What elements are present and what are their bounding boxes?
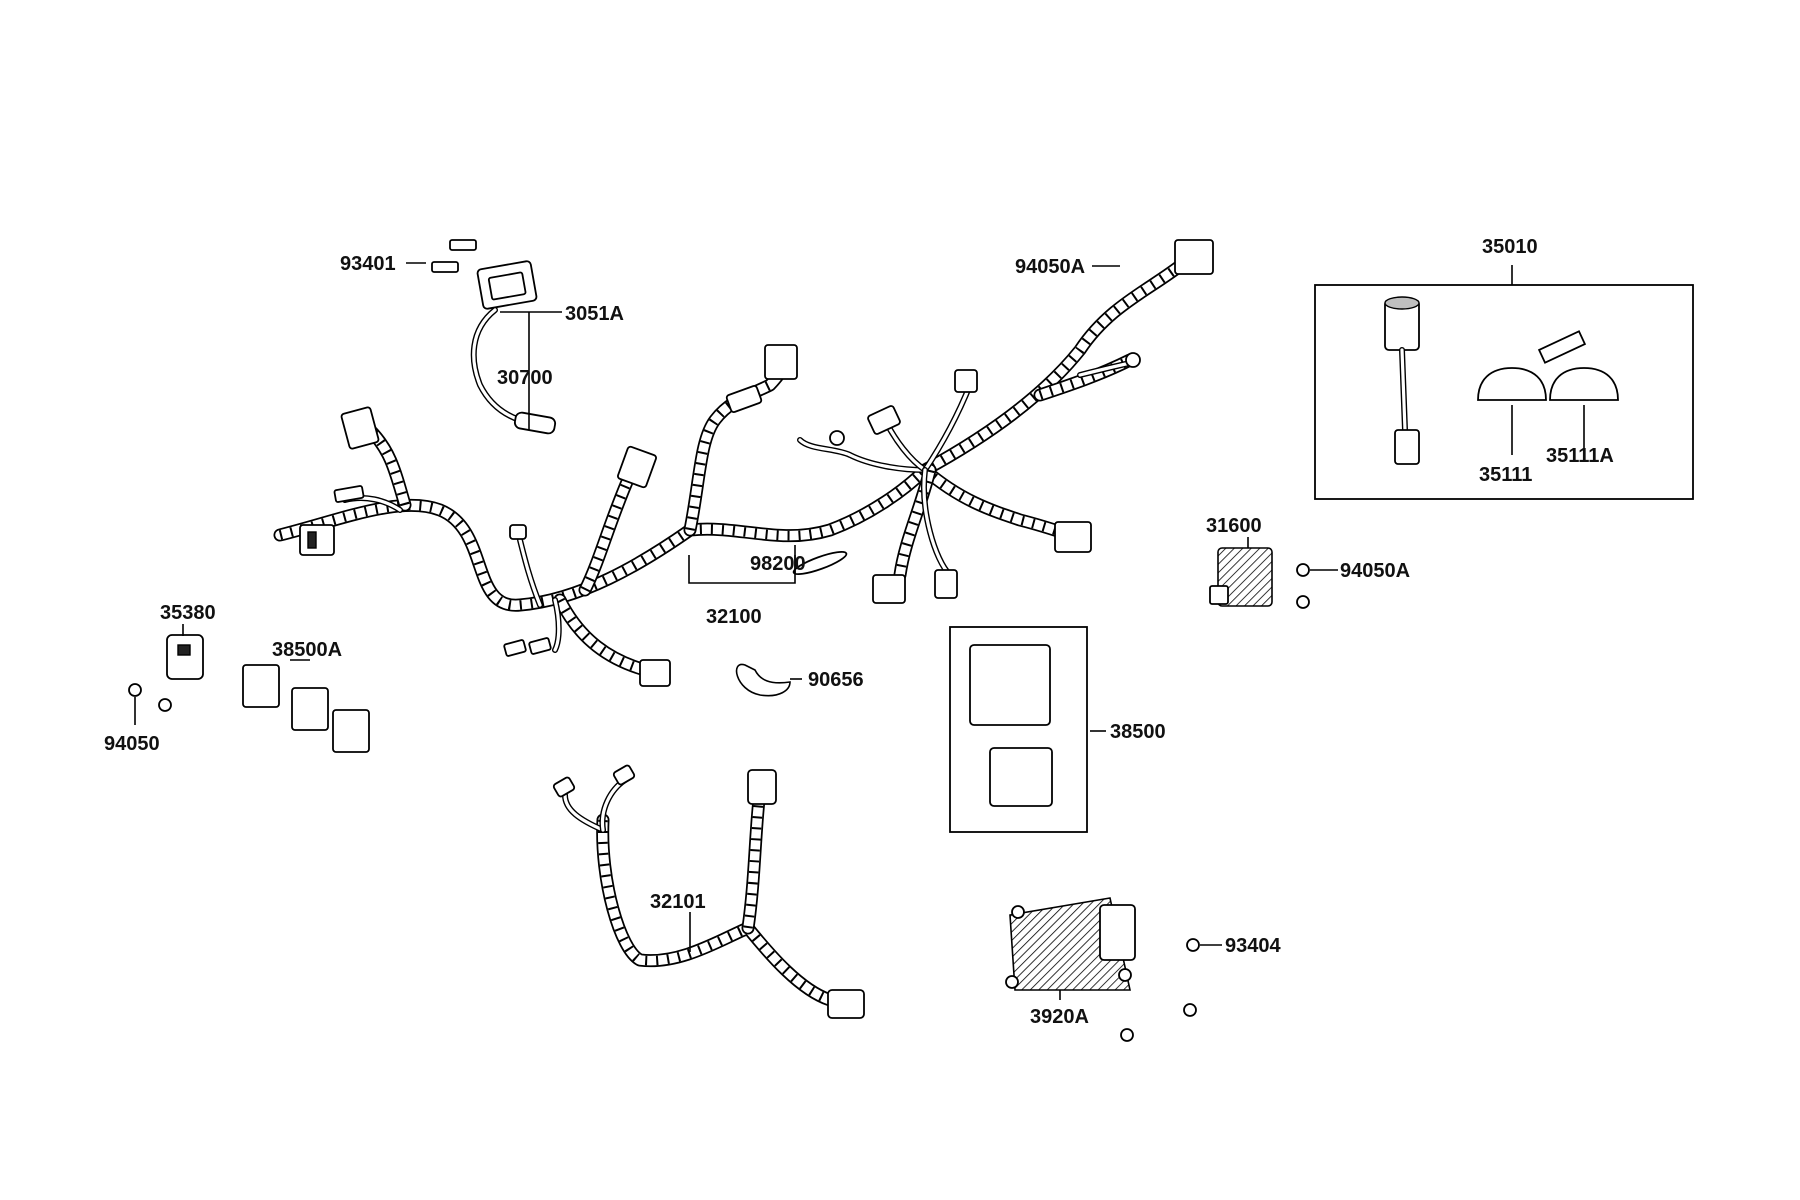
label-35111: 35111 <box>1479 464 1532 486</box>
label-3920A: 3920A <box>1030 1006 1089 1028</box>
part-number-labels: 93401 3051A 30700 94050A 35010 35111 351… <box>104 236 1614 1028</box>
key-switch-set-box <box>1314 284 1694 500</box>
label-90656: 90656 <box>808 669 864 691</box>
label-35010: 35010 <box>1482 236 1538 258</box>
sub-wire-harness <box>552 764 865 1019</box>
label-31600: 31600 <box>1206 515 1262 537</box>
label-98200: 98200 <box>750 553 806 575</box>
label-30700: 30700 <box>497 367 553 389</box>
label-35380: 35380 <box>160 602 216 624</box>
relays-left <box>128 634 370 753</box>
label-94050: 94050 <box>104 733 160 755</box>
ecu-unit <box>1005 897 1200 1042</box>
cable-tie <box>735 663 791 697</box>
harness-connectors <box>299 239 1214 687</box>
label-32100: 32100 <box>706 606 762 628</box>
label-3051A: 3051A <box>565 303 624 325</box>
label-38500A: 38500A <box>272 639 342 661</box>
ignition-coil-assembly <box>431 239 557 435</box>
regulator-rectifier <box>1209 547 1310 609</box>
label-38500: 38500 <box>1110 721 1166 743</box>
label-94050A-mid: 94050A <box>1340 560 1410 582</box>
label-32101: 32101 <box>650 891 706 913</box>
relay-box <box>949 626 1088 833</box>
label-94050A-top: 94050A <box>1015 256 1085 278</box>
label-93401: 93401 <box>340 253 396 275</box>
label-93404: 93404 <box>1225 935 1281 957</box>
leader-lines <box>134 262 1585 1000</box>
label-35111A: 35111A <box>1546 445 1614 467</box>
